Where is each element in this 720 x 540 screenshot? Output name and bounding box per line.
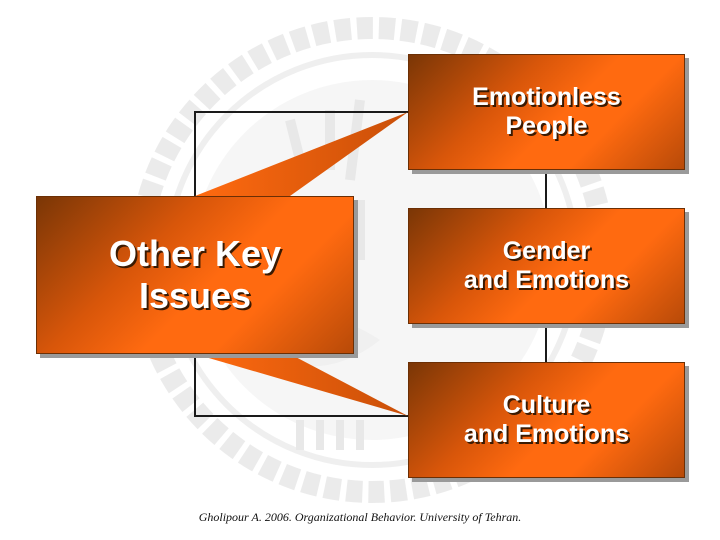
connector-lines [194,111,547,417]
citation-footer: Gholipour A. 2006. Organizational Behavi… [198,510,522,524]
callout-wedge-bottom [195,354,408,416]
main-topic-line-2: Issues [138,275,252,316]
subtopic-line-1: Gender [502,236,591,265]
callout-wedge-top [195,112,408,196]
main-topic-line-1: Other Key [108,232,282,274]
subtopic-line-2: and Emotions [463,420,630,448]
subtopic-box-gender-emotions: Gender and Emotions [408,208,685,324]
subtopic-line-2: People [505,112,588,140]
subtopic-box-emotionless-people: Emotionless People [408,54,685,170]
subtopic-box-culture-emotions: Culture and Emotions [408,362,685,478]
subtopic-line-1: Emotionless [472,82,621,111]
connector-bottom-bracket [194,354,408,417]
subtopic-line-1: Culture [502,390,591,419]
main-topic-box: Other Key Issues [36,196,354,354]
subtopic-line-2: and Emotions [463,266,630,294]
connector-top-bracket [194,111,408,196]
